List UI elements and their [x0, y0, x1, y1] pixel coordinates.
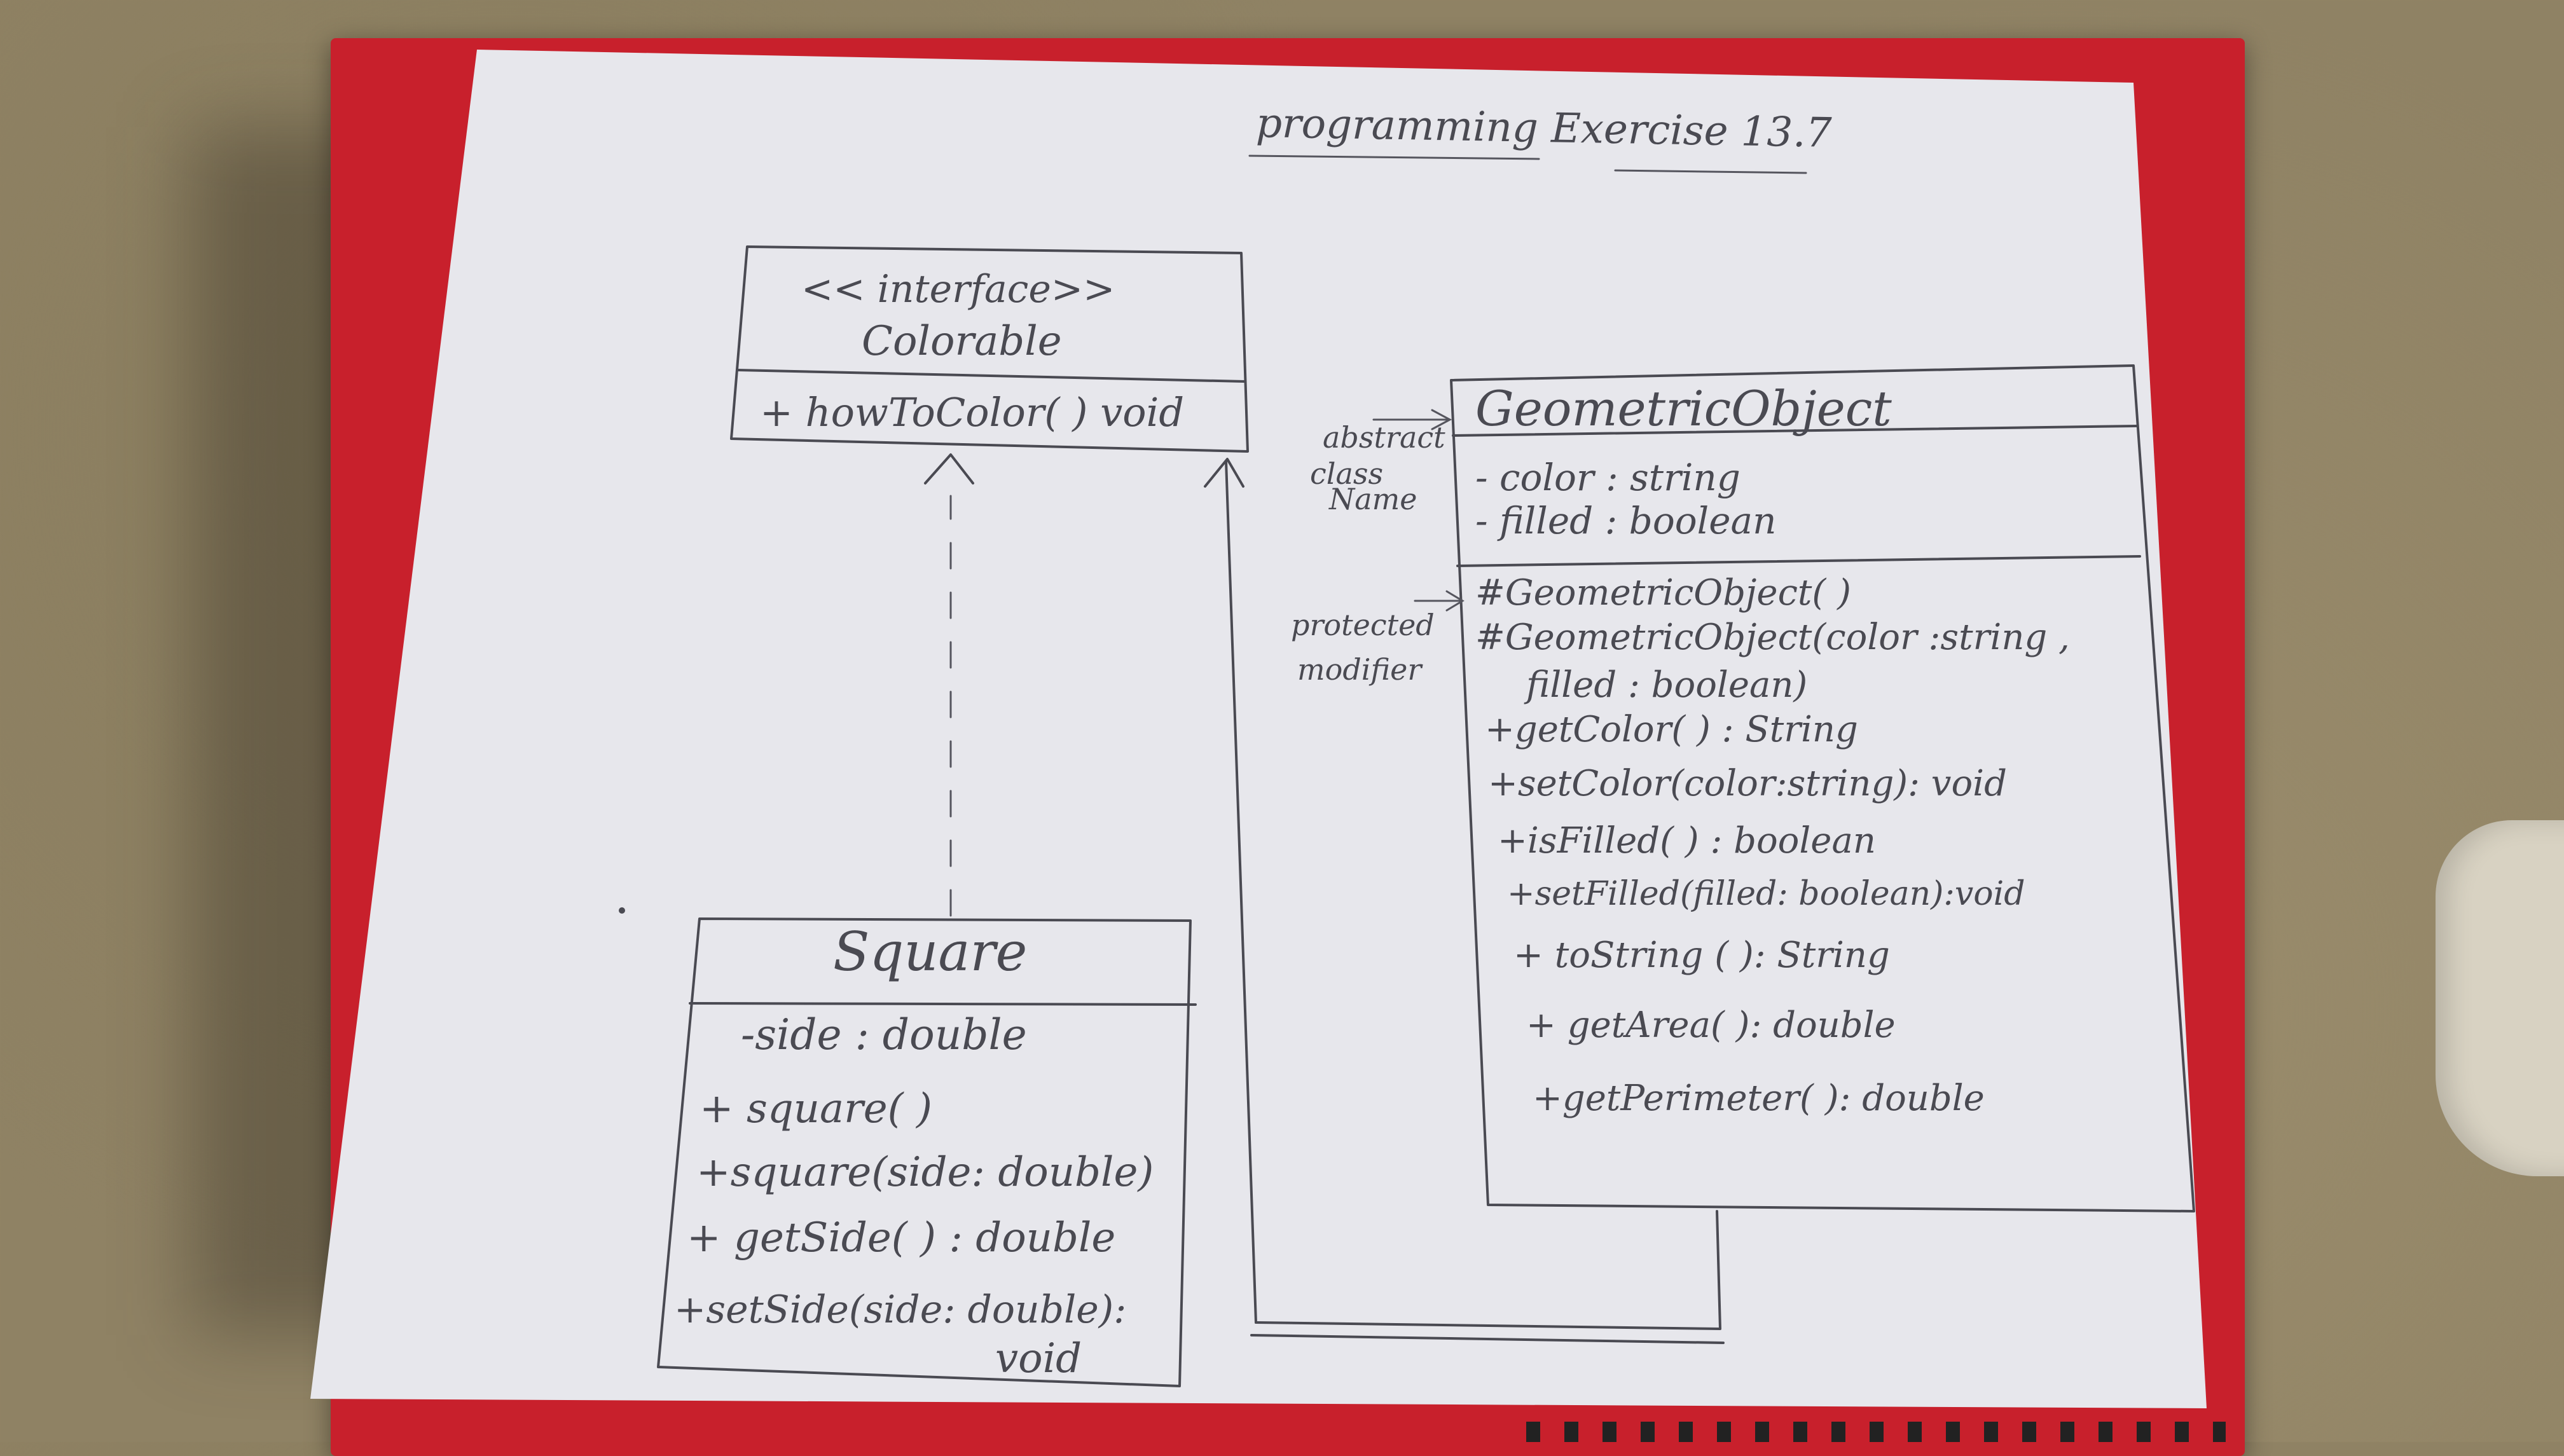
protected-note: protected	[1291, 608, 1435, 642]
geometric-object-method: +getColor( ) : String	[1485, 709, 1858, 750]
stray-dot	[619, 907, 625, 914]
geometric-object-method: +setFilled(filled: boolean):void	[1507, 875, 2025, 913]
protected-pointer-arrow	[1414, 590, 1465, 612]
notebook-spiral	[1526, 1422, 2226, 1442]
geometric-object-method: #GeometricObject(color :string ,	[1475, 617, 2070, 658]
interface-stereotype: << interface>>	[801, 267, 1115, 312]
geometric-object-method: + toString ( ): String	[1513, 935, 1890, 976]
interface-name: Colorable	[862, 318, 1062, 365]
abstract-note: Name	[1329, 482, 1417, 516]
title-underline	[1248, 155, 1807, 174]
abstract-note: class	[1310, 457, 1384, 491]
geometric-object-method: +setColor(color:string): void	[1488, 763, 2007, 804]
inheritance-line	[1204, 458, 1725, 1344]
geometric-object-method: + getArea( ): double	[1526, 1005, 1896, 1046]
interface-method: + howToColor( ) void	[760, 389, 1185, 436]
square-method: +square(side: double)	[696, 1149, 1154, 1196]
paper	[310, 50, 2207, 1408]
geometric-object-method: #GeometricObject( )	[1475, 572, 1851, 614]
geometric-object-method: +getPerimeter( ): double	[1533, 1078, 1985, 1119]
cloth-corner	[2436, 820, 2564, 1176]
square-method: + getSide( ) : double	[687, 1214, 1116, 1261]
geometric-object-field: - color : string	[1475, 456, 1740, 499]
realization-arrow	[924, 453, 974, 917]
square-field: -side : double	[741, 1010, 1027, 1059]
geometric-object-field: - filled : boolean	[1475, 499, 1777, 542]
geometric-object-name: GeometricObject	[1475, 380, 1892, 437]
square-method: + square( )	[700, 1085, 932, 1132]
square-class-name: Square	[833, 921, 1028, 983]
geometric-object-method: filled : boolean)	[1526, 664, 1808, 706]
abstract-pointer-arrow	[1372, 409, 1452, 430]
geometric-object-method: +isFilled( ) : boolean	[1498, 820, 1876, 862]
geometric-object-class-box	[1450, 364, 2195, 1212]
abstract-note: abstract	[1323, 420, 1445, 455]
square-method: +setSide(side: double):	[674, 1288, 1127, 1332]
square-class-box	[657, 917, 1197, 1387]
square-method: void	[995, 1335, 1082, 1382]
colorable-class-box	[730, 245, 1249, 453]
protected-note: modifier	[1297, 652, 1422, 687]
page-title: programming Exercise 13.7	[1255, 100, 1832, 157]
